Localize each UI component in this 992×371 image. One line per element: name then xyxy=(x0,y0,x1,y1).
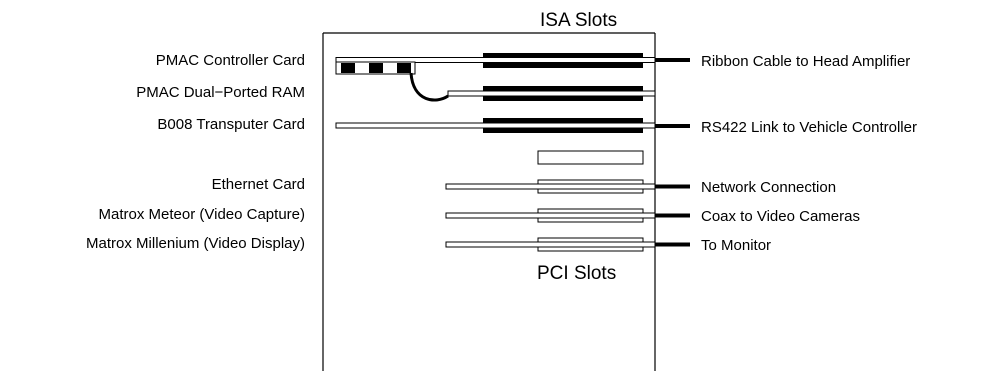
ram-chip-3 xyxy=(397,63,411,73)
matrox-millenium-board xyxy=(445,241,656,248)
chassis-outline xyxy=(322,32,656,371)
pci-slot-3 xyxy=(445,237,690,252)
pmac-ram-isa-board xyxy=(447,90,656,97)
pci-slots-title: PCI Slots xyxy=(537,263,616,284)
label-coax: Coax to Video Cameras xyxy=(701,208,860,225)
label-meteor: Matrox Meteor (Video Capture) xyxy=(99,206,305,223)
b008-transputer-card-board xyxy=(335,122,656,129)
pmac-ram-board xyxy=(335,61,449,102)
ram-chip-1 xyxy=(341,63,355,73)
ethernet-card-board xyxy=(445,183,656,190)
connection-labels: Ribbon Cable to Head Amplifier RS422 Lin… xyxy=(701,53,917,254)
label-pmac-ram: PMAC Dual−Ported RAM xyxy=(136,84,305,101)
card-labels: PMAC Controller Card PMAC Dual−Ported RA… xyxy=(86,52,305,252)
label-monitor: To Monitor xyxy=(701,237,771,254)
label-pmac-controller: PMAC Controller Card xyxy=(156,52,305,69)
isa-slot-4-empty xyxy=(537,150,644,165)
ram-cable xyxy=(409,72,449,102)
label-ribbon: Ribbon Cable to Head Amplifier xyxy=(701,53,910,70)
label-network: Network Connection xyxy=(701,179,836,196)
isa-slots-title: ISA Slots xyxy=(540,10,617,31)
isa-slot-1 xyxy=(335,53,690,68)
label-millenium: Matrox Millenium (Video Display) xyxy=(86,235,305,252)
pci-slot-2 xyxy=(445,208,690,223)
isa-slot-2 xyxy=(447,86,656,101)
label-b008: B008 Transputer Card xyxy=(157,116,305,133)
ram-chip-2 xyxy=(369,63,383,73)
pci-slot-1 xyxy=(445,179,690,194)
matrox-meteor-board xyxy=(445,212,656,219)
label-rs422: RS422 Link to Vehicle Controller xyxy=(701,119,917,136)
label-ethernet: Ethernet Card xyxy=(212,176,305,193)
isa-slot-3 xyxy=(335,118,690,133)
